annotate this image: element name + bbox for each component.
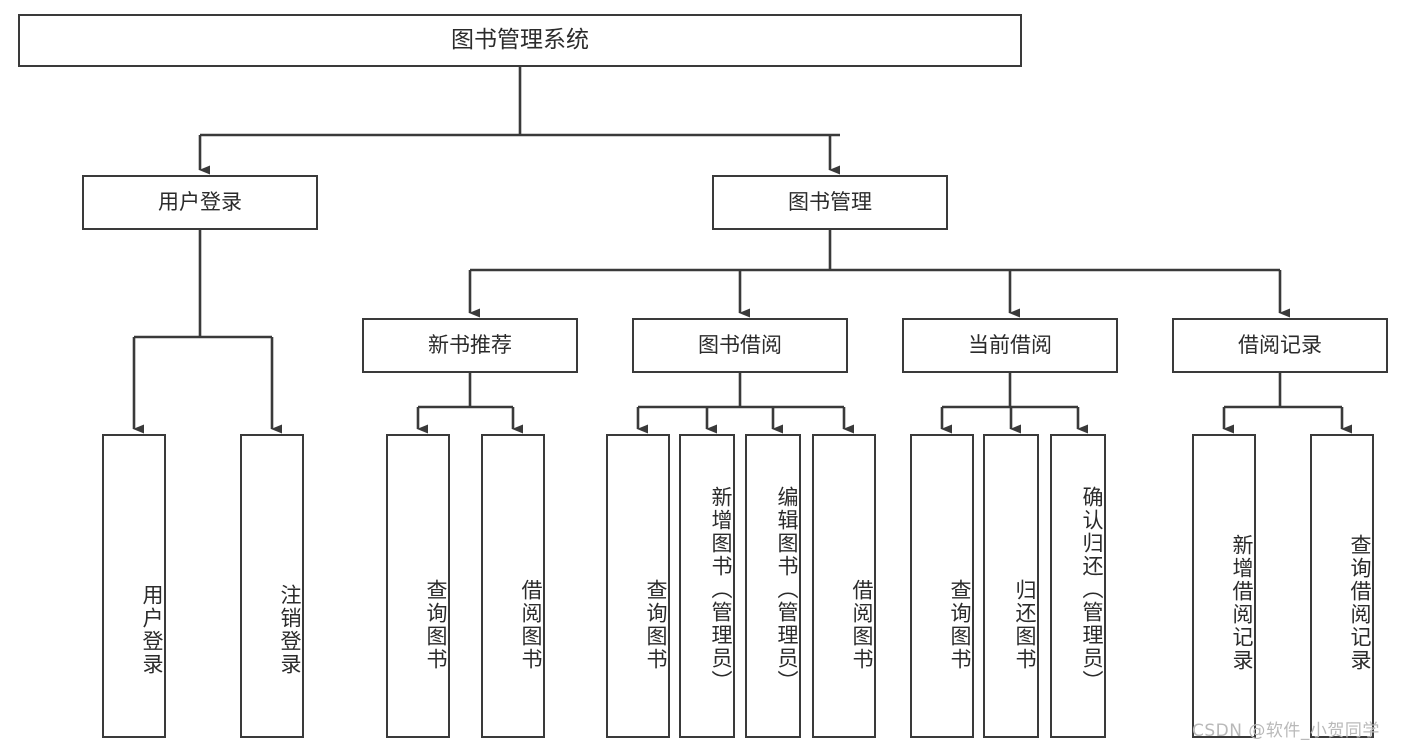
node-new-book-recommend-label: 新书推荐 bbox=[428, 332, 512, 357]
node-current-borrow[interactable]: 当前借阅 bbox=[902, 318, 1118, 373]
node-leaf-edit-book[interactable]: 编辑图书（管理员） bbox=[745, 434, 801, 738]
node-leaf-query-book-1[interactable]: 查询图书 bbox=[386, 434, 450, 738]
node-leaf-add-book[interactable]: 新增图书（管理员） bbox=[679, 434, 735, 738]
node-borrow-record-label: 借阅记录 bbox=[1238, 332, 1322, 357]
node-root-label: 图书管理系统 bbox=[451, 27, 589, 54]
csdn-watermark: CSDN @软件_小贺同学 bbox=[1192, 721, 1380, 741]
node-book-borrow-label: 图书借阅 bbox=[698, 332, 782, 357]
node-user-login-label: 用户登录 bbox=[158, 189, 242, 214]
node-book-borrow[interactable]: 图书借阅 bbox=[632, 318, 848, 373]
node-book-manage[interactable]: 图书管理 bbox=[712, 175, 948, 230]
node-leaf-confirm-return[interactable]: 确认归还（管理员） bbox=[1050, 434, 1106, 738]
node-borrow-record[interactable]: 借阅记录 bbox=[1172, 318, 1388, 373]
node-leaf-return-book[interactable]: 归还图书 bbox=[983, 434, 1039, 738]
node-leaf-query-record[interactable]: 查询借阅记录 bbox=[1310, 434, 1374, 738]
node-leaf-add-record[interactable]: 新增借阅记录 bbox=[1192, 434, 1256, 738]
node-leaf-query-book-3[interactable]: 查询图书 bbox=[910, 434, 974, 738]
node-leaf-query-book-2[interactable]: 查询图书 bbox=[606, 434, 670, 738]
node-user-login[interactable]: 用户登录 bbox=[82, 175, 318, 230]
node-leaf-user-login[interactable]: 用户登录 bbox=[102, 434, 166, 738]
node-root[interactable]: 图书管理系统 bbox=[18, 14, 1022, 67]
node-new-book-recommend[interactable]: 新书推荐 bbox=[362, 318, 578, 373]
node-leaf-borrow-book-1[interactable]: 借阅图书 bbox=[481, 434, 545, 738]
node-leaf-logout-login[interactable]: 注销登录 bbox=[240, 434, 304, 738]
node-book-manage-label: 图书管理 bbox=[788, 189, 872, 214]
node-current-borrow-label: 当前借阅 bbox=[968, 332, 1052, 357]
node-leaf-borrow-book-2[interactable]: 借阅图书 bbox=[812, 434, 876, 738]
